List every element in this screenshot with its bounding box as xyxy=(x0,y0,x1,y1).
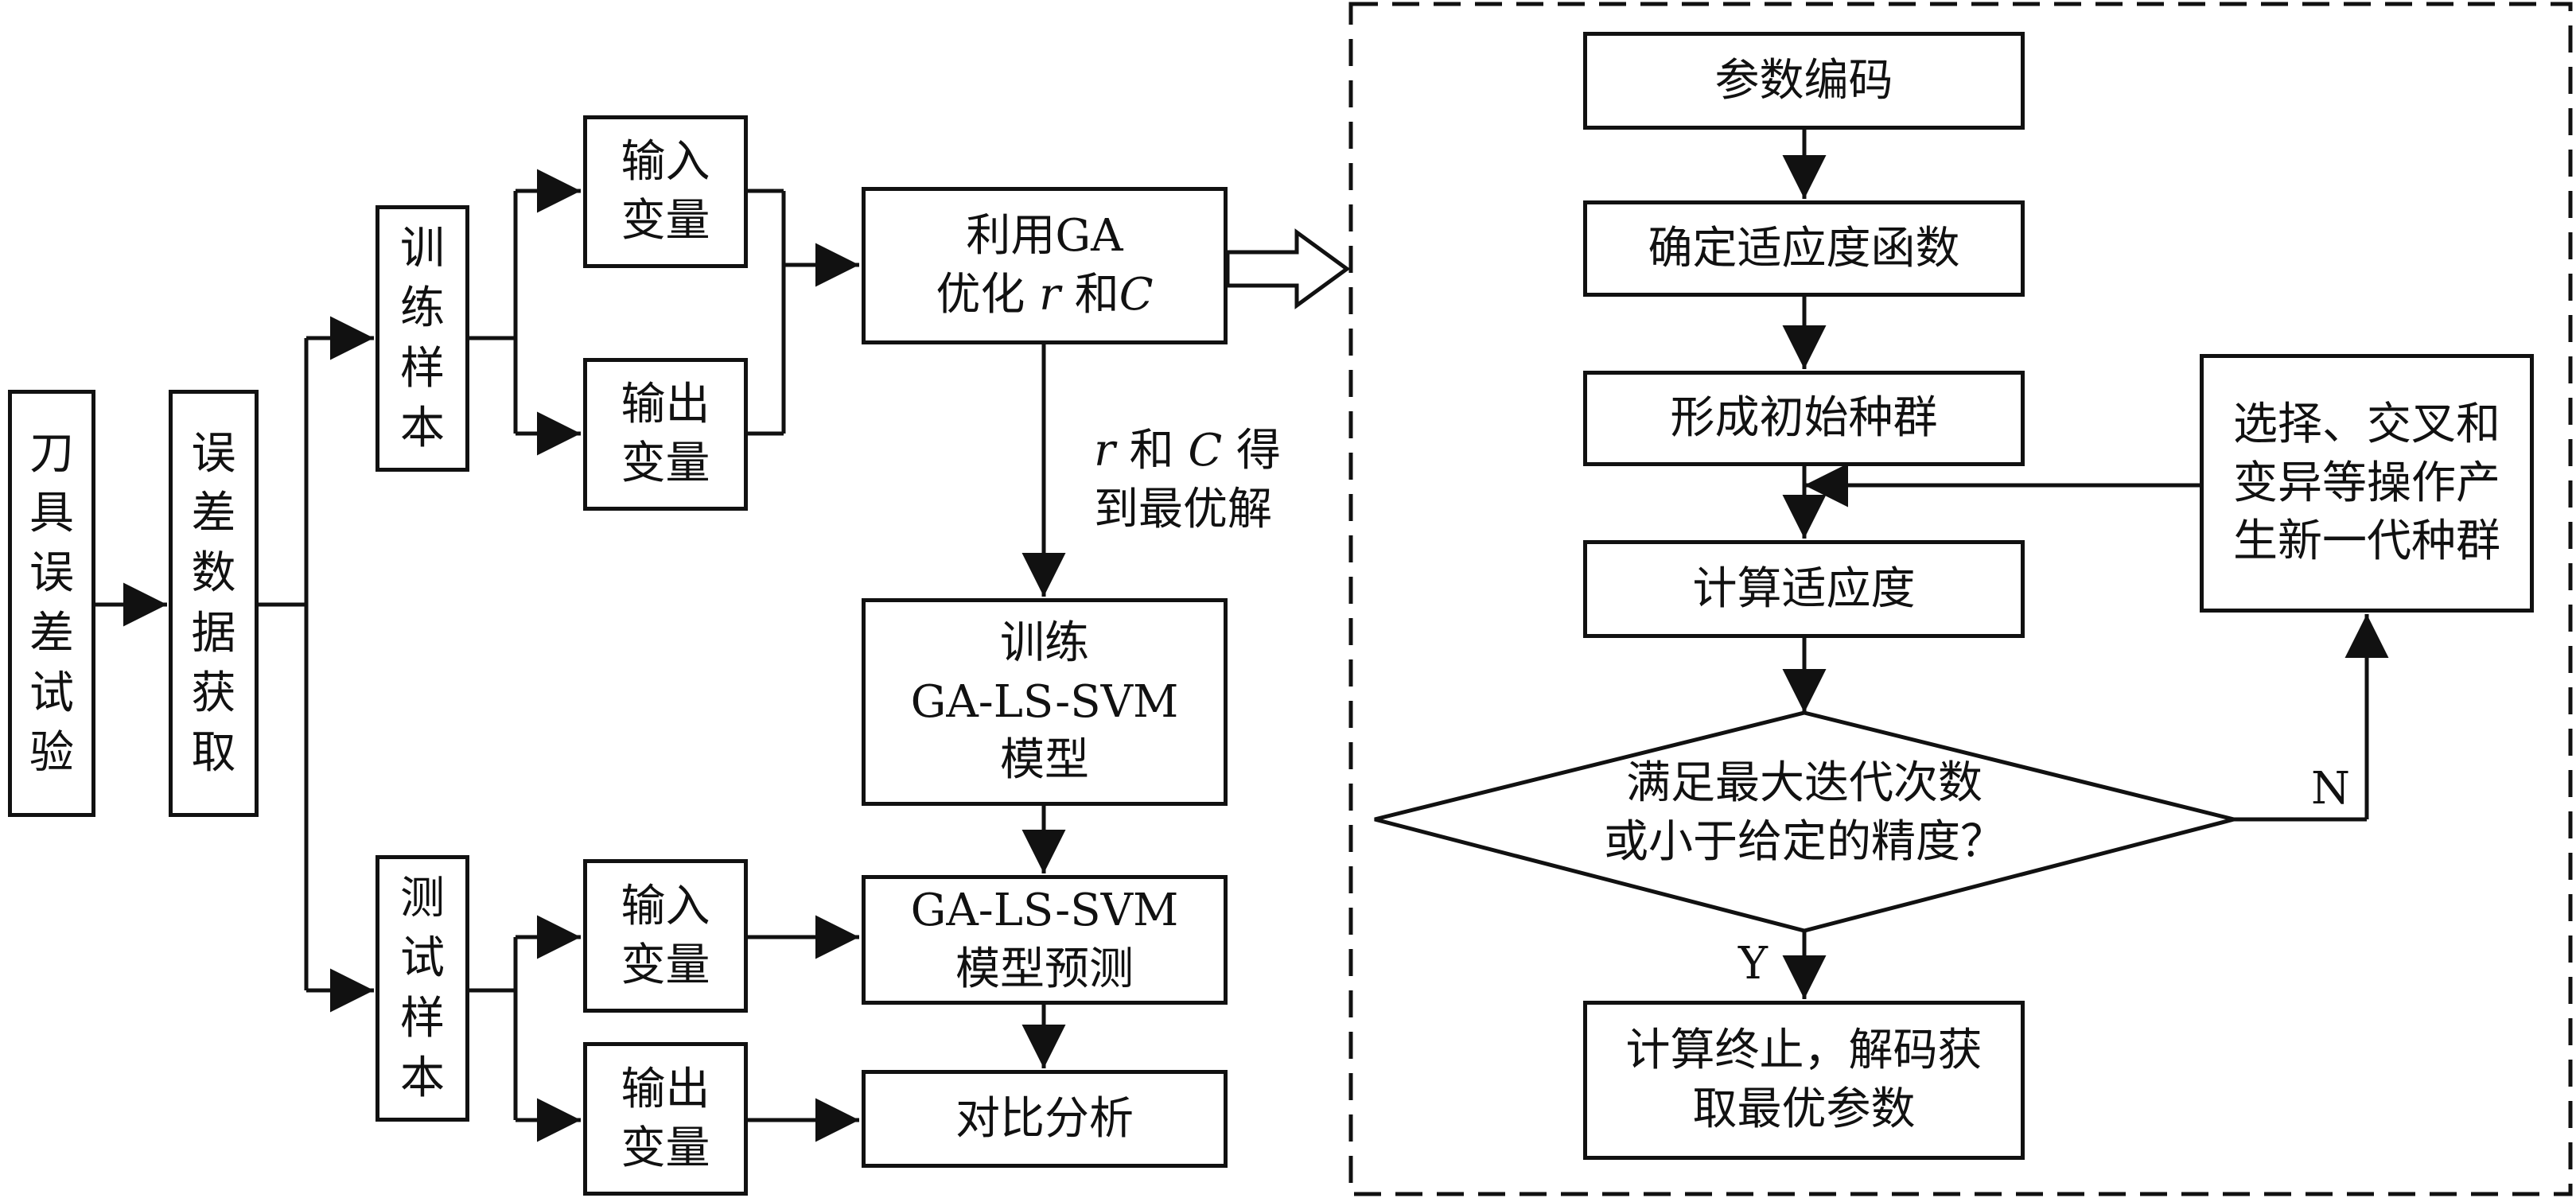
calculate-fitness-box: 计算适应度 xyxy=(1583,540,2025,638)
yes-label: Y xyxy=(1738,938,1768,990)
test-sample-box: 测试 样本 xyxy=(376,855,469,1122)
tool-error-experiment-box: 刀具误 差试验 xyxy=(8,390,95,817)
fitness-function-box: 确定适应度函数 xyxy=(1583,200,2025,297)
ga-panel-border xyxy=(1348,2,2573,1196)
terminate-decode-box: 计算终止，解码获取最优参数 xyxy=(1583,1001,2025,1160)
block-arrow-to-ga-panel xyxy=(1225,228,1351,309)
no-label: N xyxy=(2311,763,2350,815)
condition-diamond xyxy=(1374,710,2235,933)
genetic-operations-box: 选择、交叉和变异等操作产生新一代种群 xyxy=(2200,354,2534,613)
test-input-variable-box: 输入变量 xyxy=(583,859,748,1013)
comparison-analysis-box: 对比分析 xyxy=(862,1070,1228,1168)
optimal-solution-label: r 和 C 得 到最优解 xyxy=(1094,425,1282,535)
test-output-variable-box: 输出变量 xyxy=(583,1042,748,1196)
initial-population-box: 形成初始种群 xyxy=(1583,371,2025,466)
training-sample-box: 训练 样本 xyxy=(376,205,469,472)
parameter-encoding-box: 参数编码 xyxy=(1583,32,2025,130)
condition-text: 满足最大迭代次数或小于给定的精度？ xyxy=(1604,757,2005,868)
train-input-variable-box: 输入变量 xyxy=(583,115,748,268)
train-output-variable-box: 输出变量 xyxy=(583,358,748,511)
error-data-acquisition-box: 误差数 据获取 xyxy=(169,390,259,817)
ga-optimize-box: 利用GA 优化 r 和C xyxy=(862,187,1228,344)
